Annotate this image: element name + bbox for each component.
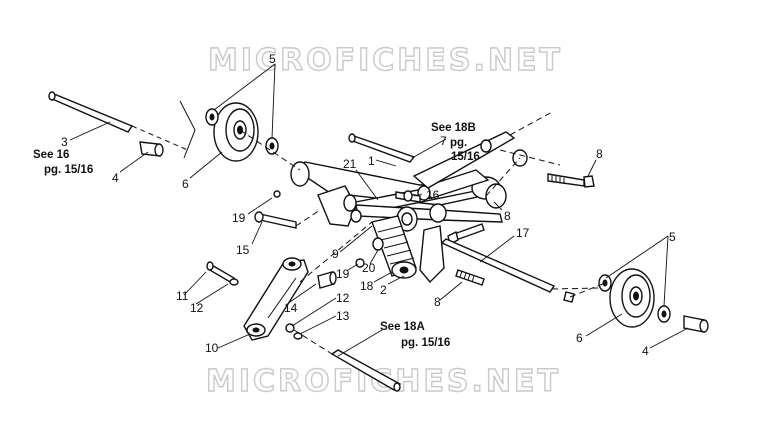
callout-8-mid: 8 bbox=[504, 209, 511, 223]
callout-9: 9 bbox=[332, 247, 339, 261]
callout-15: 15 bbox=[236, 243, 250, 257]
bolt-part-8-mid bbox=[447, 223, 485, 246]
shaft-part-3 bbox=[48, 91, 191, 152]
callout-13: 13 bbox=[336, 309, 350, 323]
shaft-part-18a bbox=[330, 349, 402, 392]
bushing-part-14 bbox=[317, 271, 337, 289]
callout-17: 17 bbox=[516, 226, 530, 240]
ref-see18a-line1: See 18A bbox=[380, 321, 425, 333]
ref-see18a-line2: pg. 15/16 bbox=[401, 337, 450, 349]
callout-2: 2 bbox=[380, 283, 387, 297]
callout-1: 1 bbox=[368, 154, 375, 168]
rear-arm-frame bbox=[290, 161, 507, 284]
callout-8-low: 8 bbox=[434, 295, 441, 309]
bolt-part-15 bbox=[254, 211, 297, 229]
callout-16: 16 bbox=[426, 188, 440, 202]
ref-see16-line2: pg. 15/16 bbox=[44, 164, 93, 176]
ref-see18b-line3: 15/16 bbox=[451, 151, 480, 163]
bushing-part-4-right bbox=[683, 315, 709, 333]
washer-part-19-left bbox=[273, 190, 281, 198]
bolt-part-8-low bbox=[455, 269, 575, 303]
ref-see16-line1: See 16 bbox=[33, 149, 69, 161]
callout-8-top: 8 bbox=[596, 147, 603, 161]
idler-wheel-part-6-right bbox=[609, 268, 655, 328]
callout-4-left: 4 bbox=[112, 171, 119, 185]
spacer-part-20 bbox=[372, 237, 384, 251]
shock-absorber-part-18 bbox=[371, 215, 417, 279]
leader-lines bbox=[69, 63, 689, 357]
link-arm-part-10 bbox=[243, 257, 309, 341]
callout-3: 3 bbox=[61, 135, 68, 149]
idler-wheel-part-6-left bbox=[179, 100, 259, 162]
ref-see18b-line1: See 18B bbox=[431, 122, 476, 134]
washer-part-12-left bbox=[229, 278, 239, 286]
ref-see18b-line2: pg. bbox=[450, 137, 467, 149]
washer-part-19-mid bbox=[355, 258, 365, 268]
shaft-part-17 bbox=[440, 238, 601, 293]
callout-19-mid: 19 bbox=[336, 267, 350, 281]
callout-7: 7 bbox=[440, 134, 447, 148]
washers-part-5-right bbox=[598, 274, 671, 323]
callout-10: 10 bbox=[205, 341, 219, 355]
assembly-guide-lines bbox=[239, 129, 606, 355]
callout-6-right: 6 bbox=[576, 331, 583, 345]
bushing-part-4-left bbox=[139, 141, 164, 157]
callout-5-right: 5 bbox=[669, 230, 676, 244]
bolt-part-8-top bbox=[547, 173, 595, 188]
callout-5-top: 5 bbox=[269, 52, 276, 66]
callout-20: 20 bbox=[362, 261, 376, 275]
watermark-top: MICROFICHES.NET bbox=[208, 43, 563, 78]
callout-18: 18 bbox=[360, 279, 374, 293]
callout-11: 11 bbox=[176, 289, 189, 303]
callout-21: 21 bbox=[343, 157, 357, 171]
shaft-part-1 bbox=[348, 133, 416, 163]
bolt-part-11 bbox=[206, 261, 235, 285]
callout-6-left: 6 bbox=[182, 177, 189, 191]
callout-12-mid: 12 bbox=[336, 291, 350, 305]
callout-12-left: 12 bbox=[190, 301, 204, 315]
washers-part-5-top bbox=[205, 108, 279, 155]
bolt-part-16 bbox=[395, 190, 421, 203]
callout-14: 14 bbox=[284, 301, 298, 315]
callout-19-left: 19 bbox=[232, 211, 246, 225]
callout-4-right: 4 bbox=[642, 344, 649, 358]
